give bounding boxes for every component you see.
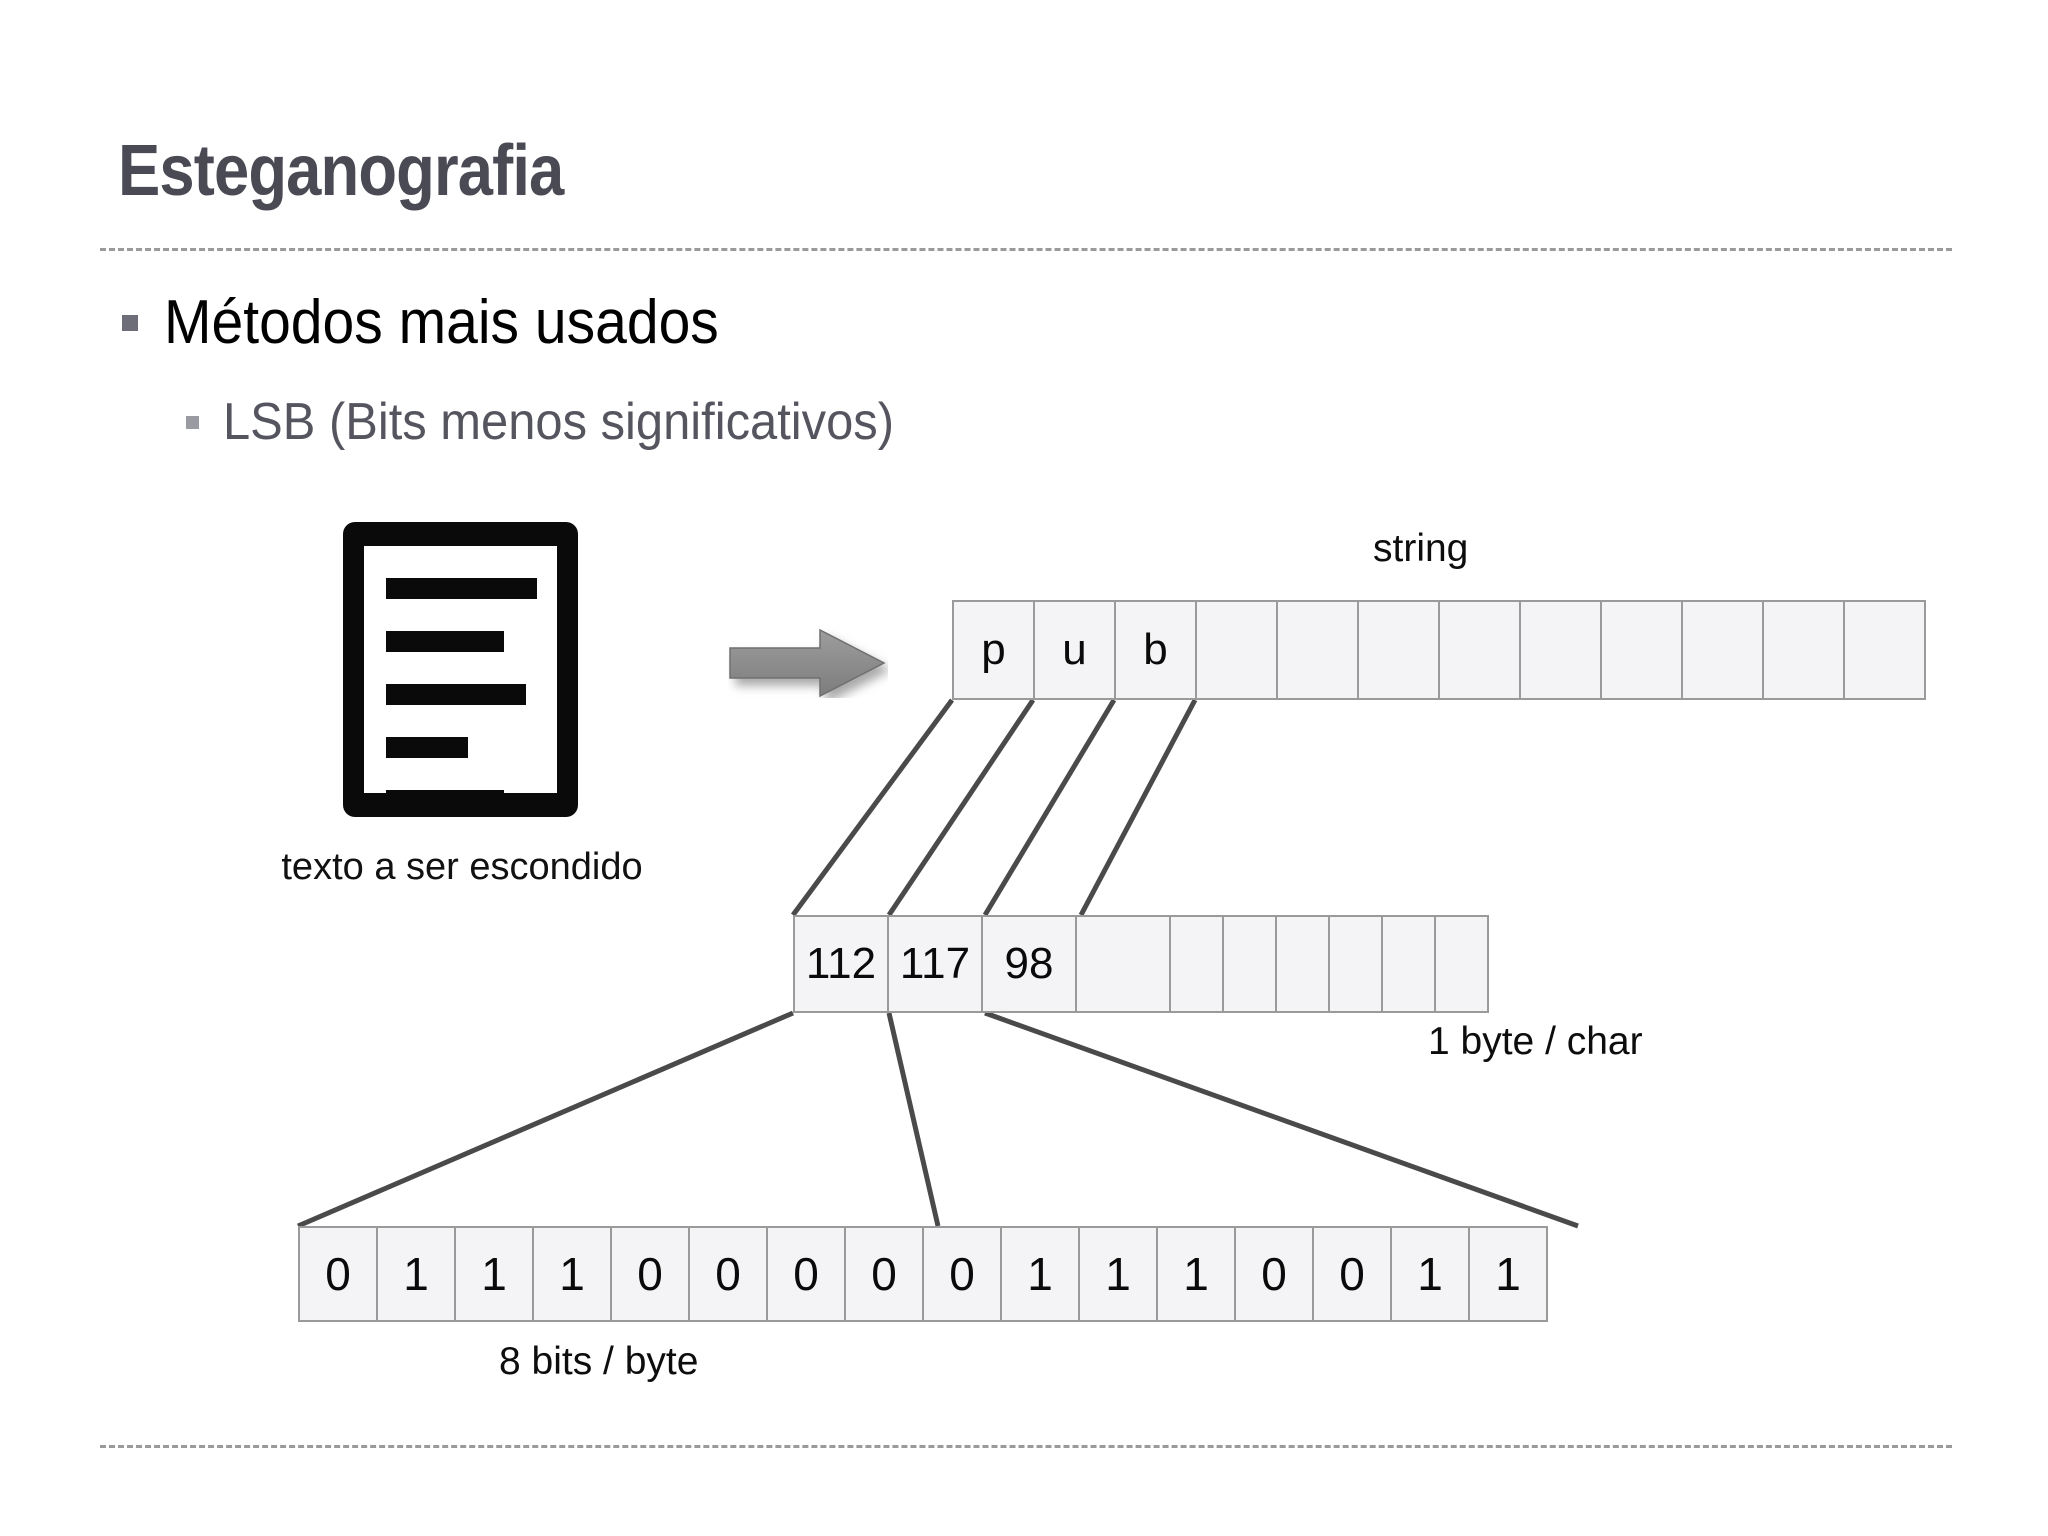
bullet-level2: LSB (Bits menos significativos) bbox=[186, 396, 937, 448]
cell: 0 bbox=[844, 1226, 924, 1322]
cell bbox=[1357, 600, 1440, 700]
cell: 1 bbox=[532, 1226, 612, 1322]
cell bbox=[1328, 915, 1383, 1013]
cell bbox=[1434, 915, 1489, 1013]
bullet-level2-label: LSB (Bits menos significativos) bbox=[223, 393, 894, 451]
document-icon-text-line bbox=[386, 790, 504, 811]
cell: 0 bbox=[298, 1226, 378, 1322]
cell: u bbox=[1033, 600, 1116, 700]
cell: p bbox=[952, 600, 1035, 700]
bullet-square-icon bbox=[186, 415, 199, 429]
cell: 0 bbox=[1312, 1226, 1392, 1322]
cell bbox=[1195, 600, 1278, 700]
document-icon-text-line bbox=[386, 737, 468, 758]
cell: 1 bbox=[454, 1226, 534, 1322]
bullet-level1: Métodos mais usados bbox=[122, 292, 767, 354]
cell: 112 bbox=[793, 915, 889, 1013]
cell: 0 bbox=[610, 1226, 690, 1322]
cell bbox=[1169, 915, 1224, 1013]
bullet-square-icon bbox=[122, 315, 138, 331]
cell bbox=[1075, 915, 1171, 1013]
flow-arrow-icon bbox=[729, 628, 886, 698]
cell: 0 bbox=[1234, 1226, 1314, 1322]
cell: 1 bbox=[1468, 1226, 1548, 1322]
page-title: Esteganografia bbox=[118, 131, 564, 211]
cell: 0 bbox=[766, 1226, 846, 1322]
cell: 1 bbox=[1000, 1226, 1080, 1322]
cell: b bbox=[1114, 600, 1197, 700]
cell bbox=[1843, 600, 1926, 700]
cell bbox=[1381, 915, 1436, 1013]
cell bbox=[1276, 600, 1359, 700]
cell bbox=[1681, 600, 1764, 700]
cell: 1 bbox=[1156, 1226, 1236, 1322]
footer-divider bbox=[100, 1445, 1952, 1448]
byte-row-label: 1 byte / char bbox=[1428, 1020, 1643, 1063]
cell: 1 bbox=[1390, 1226, 1470, 1322]
string-row-label: string bbox=[1373, 527, 1469, 570]
cell: 117 bbox=[887, 915, 983, 1013]
document-icon-text-line bbox=[386, 631, 504, 652]
header-divider bbox=[100, 248, 1952, 251]
cell bbox=[1762, 600, 1845, 700]
cell bbox=[1438, 600, 1521, 700]
document-icon-text-line bbox=[386, 684, 526, 705]
document-caption: texto a ser escondido bbox=[281, 846, 643, 888]
cell bbox=[1519, 600, 1602, 700]
document-icon bbox=[343, 522, 578, 817]
connectors-byte-to-bits bbox=[297, 1010, 1579, 1229]
cell: 1 bbox=[1078, 1226, 1158, 1322]
cell bbox=[1222, 915, 1277, 1013]
bullet-level1-label: Métodos mais usados bbox=[164, 288, 719, 357]
document-icon-text-line bbox=[386, 578, 537, 599]
cell bbox=[1275, 915, 1330, 1013]
document-icon-page bbox=[364, 546, 557, 811]
cell: 1 bbox=[376, 1226, 456, 1322]
cell: 0 bbox=[688, 1226, 768, 1322]
cell bbox=[1600, 600, 1683, 700]
bits-row-label: 8 bits / byte bbox=[499, 1340, 699, 1383]
cell: 0 bbox=[922, 1226, 1002, 1322]
cell: 98 bbox=[981, 915, 1077, 1013]
connectors-string-to-byte bbox=[790, 698, 1198, 917]
